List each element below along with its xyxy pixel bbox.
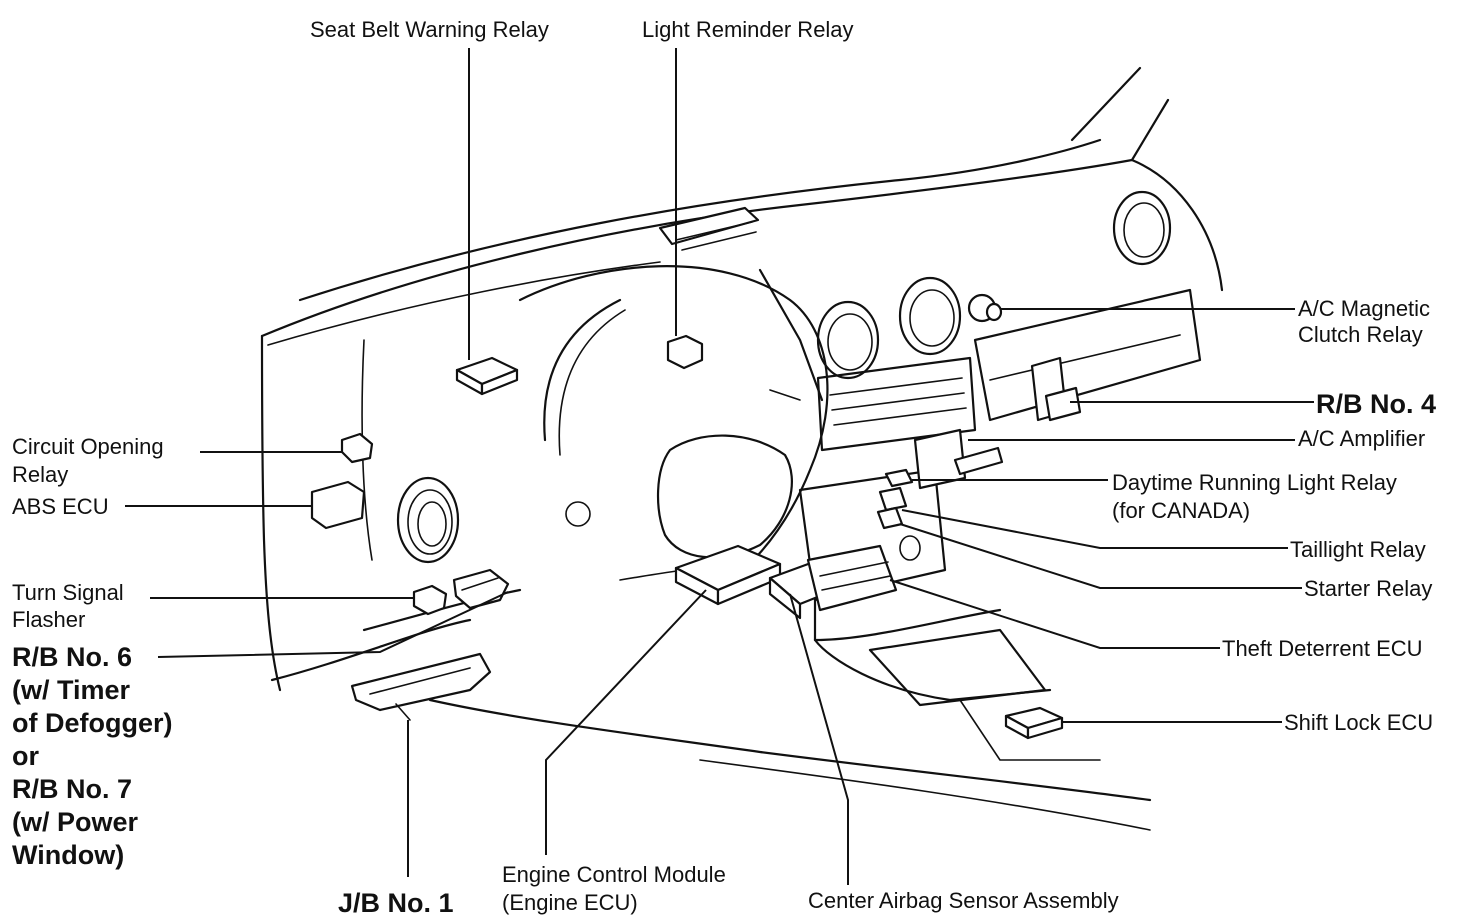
label-circuit-opening-relay-line1: Circuit Opening — [12, 434, 164, 459]
label-circuit-opening-relay-line2: Relay — [12, 462, 68, 487]
label-starter-relay: Starter Relay — [1304, 576, 1432, 601]
label-rb-no6-line2: (w/ Timer — [12, 675, 131, 705]
label-light-reminder-relay: Light Reminder Relay — [642, 17, 854, 42]
dashboard-drawing — [260, 66, 1224, 831]
label-taillight-relay: Taillight Relay — [1290, 537, 1426, 562]
component-labels: Seat Belt Warning Relay Light Reminder R… — [12, 17, 1436, 918]
label-rb-no7-line2: (w/ Power — [12, 807, 139, 837]
label-or: or — [12, 741, 39, 771]
label-rb-no4: R/B No. 4 — [1316, 389, 1436, 419]
label-turn-signal-flasher-line2: Flasher — [12, 607, 85, 632]
label-ac-magnetic-clutch-relay-line1: A/C Magnetic — [1298, 296, 1430, 321]
label-engine-control-module-line1: Engine Control Module — [502, 862, 726, 887]
label-rb-no6-line1: R/B No. 6 — [12, 642, 132, 672]
label-center-airbag-sensor: Center Airbag Sensor Assembly — [808, 888, 1119, 913]
label-jb-no1: J/B No. 1 — [338, 888, 454, 918]
label-ac-amplifier: A/C Amplifier — [1298, 426, 1425, 451]
label-ac-magnetic-clutch-relay-line2: Clutch Relay — [1298, 322, 1423, 347]
label-seat-belt-warning-relay: Seat Belt Warning Relay — [310, 17, 549, 42]
label-shift-lock-ecu: Shift Lock ECU — [1284, 710, 1433, 735]
label-drl-relay-line2: (for CANADA) — [1112, 498, 1250, 523]
component-parts — [310, 293, 1082, 740]
label-theft-deterrent-ecu: Theft Deterrent ECU — [1222, 636, 1423, 661]
label-rb-no7-line3: Window) — [12, 840, 124, 870]
label-engine-control-module-line2: (Engine ECU) — [502, 890, 638, 915]
leader-lines — [125, 48, 1314, 885]
label-turn-signal-flasher-line1: Turn Signal — [12, 580, 124, 605]
label-rb-no7-line1: R/B No. 7 — [12, 774, 132, 804]
label-abs-ecu: ABS ECU — [12, 494, 109, 519]
label-rb-no6-line3: of Defogger) — [12, 708, 172, 738]
label-drl-relay-line1: Daytime Running Light Relay — [1112, 470, 1397, 495]
